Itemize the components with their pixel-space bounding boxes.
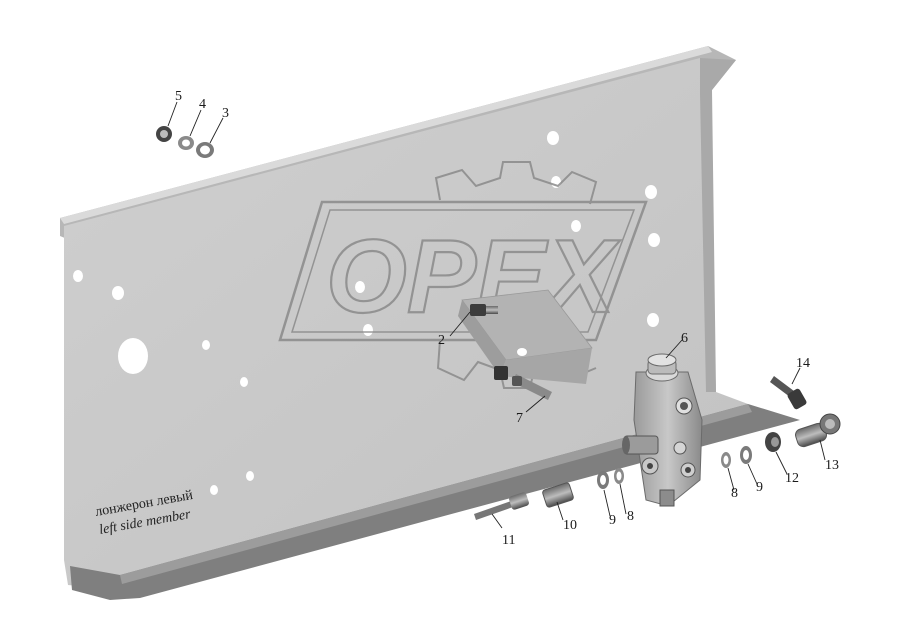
callout-7: 7: [516, 411, 523, 426]
elbow-fitting-13: [795, 413, 841, 448]
callout-11: 11: [502, 533, 515, 548]
callout-9-left: 9: [609, 513, 616, 528]
side-member-bottom-flange: [70, 404, 800, 600]
callout-6: 6: [681, 331, 688, 346]
washer-3: [196, 142, 214, 158]
callout-13: 13: [825, 458, 839, 473]
washer-8-left: [614, 468, 624, 484]
callout-2: 2: [438, 333, 445, 348]
callout-3: 3: [222, 106, 229, 121]
callout-4: 4: [199, 97, 206, 112]
banjo-bolt-14: [770, 376, 807, 410]
callout-14: 14: [796, 356, 810, 371]
side-member: [60, 46, 800, 600]
nut-5: [156, 126, 172, 142]
callout-10: 10: [563, 518, 577, 533]
callout-8-right: 8: [731, 486, 738, 501]
nut-12: [765, 432, 781, 452]
bolt-7: [494, 366, 552, 400]
callout-12: 12: [785, 471, 799, 486]
washer-4: [178, 136, 194, 150]
valve-6: [622, 353, 703, 507]
washer-9-right: [740, 446, 752, 464]
fitting-10: [542, 482, 574, 508]
callout-5: 5: [175, 89, 182, 104]
bolt-2: [470, 304, 498, 316]
washer-9-left: [597, 471, 609, 489]
callout-9-right: 9: [756, 480, 763, 495]
callout-labels: 2 3 4 5 6 7 8 8 9 9 10 11 12 13 14: [175, 89, 839, 548]
fitting-11: [474, 492, 529, 520]
callout-8-left: 8: [627, 509, 634, 524]
washer-8-right: [721, 452, 731, 468]
callout-leaders: [167, 101, 826, 529]
